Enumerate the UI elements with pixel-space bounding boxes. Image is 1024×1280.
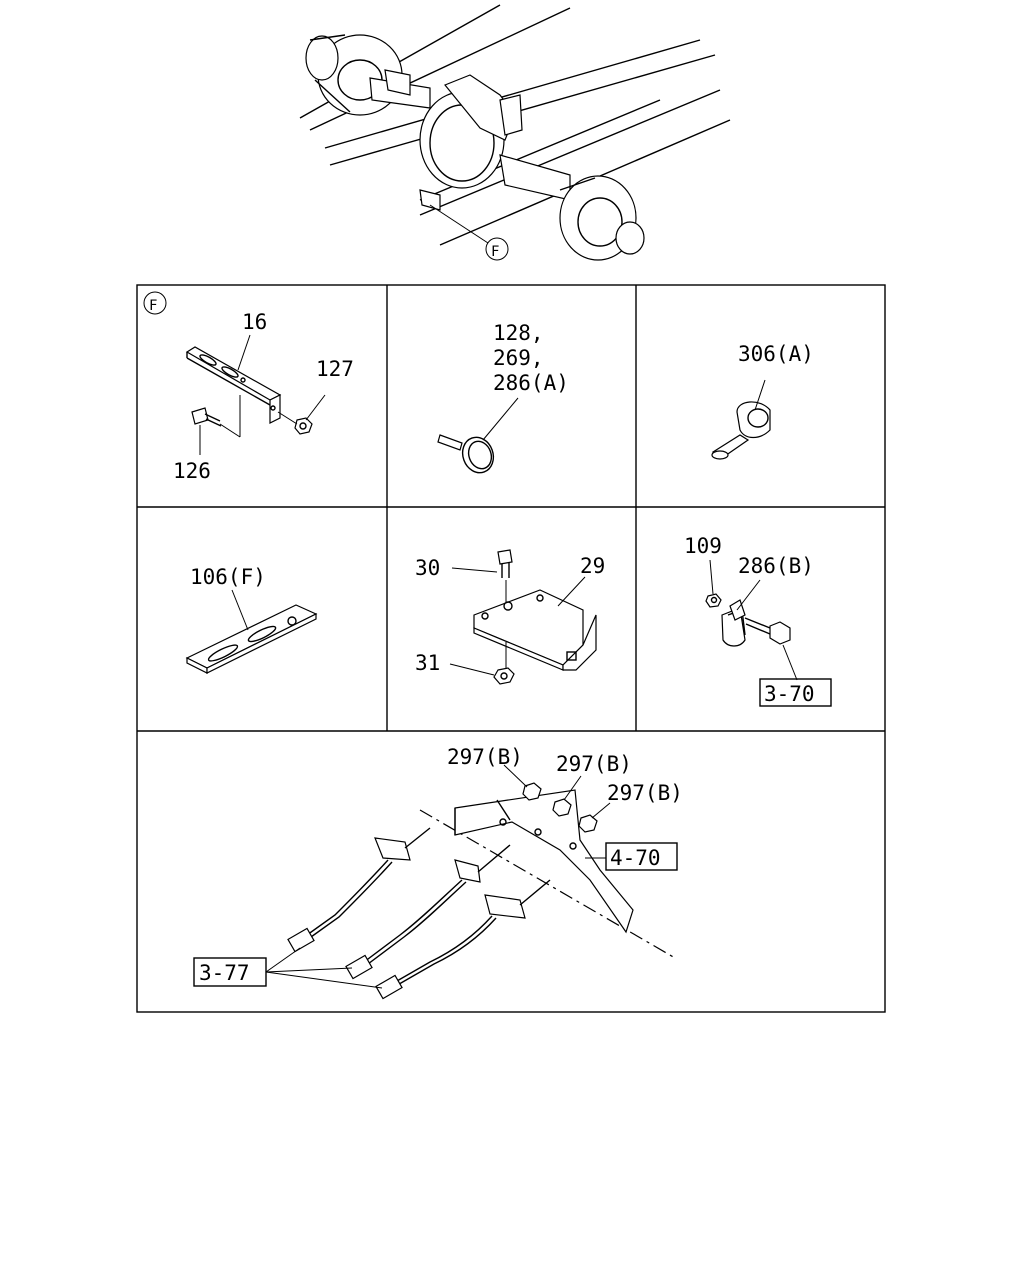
part-label-286a: 286(A) [493, 371, 569, 395]
callout-f-circle [485, 237, 509, 261]
panel-grid [136, 284, 886, 1013]
part-label-16: 16 [242, 310, 267, 334]
part-label-297b-1: 297(B) [447, 745, 523, 769]
panel-2: 128, 269, 286(A) [437, 321, 569, 474]
panel-1: F 16 127 126 [143, 291, 354, 483]
panel-5: 30 29 31 [415, 549, 605, 685]
ref-box-3-70 [759, 678, 832, 707]
axle-assembly-view: F [299, 4, 731, 261]
part-label-106f: 106(F) [190, 565, 266, 589]
part-label-297b-2: 297(B) [556, 752, 632, 776]
part-label-297b-3: 297(B) [607, 781, 683, 805]
ref-box-3-70-label: 3-70 [764, 682, 815, 706]
part-label-109: 109 [684, 534, 722, 558]
panel-4: 106(F) [185, 565, 318, 674]
ref-box-3-77 [193, 957, 267, 987]
part-label-29: 29 [580, 554, 605, 578]
ref-box-3-77-label: 3-77 [199, 961, 250, 985]
part-label-31: 31 [415, 651, 440, 675]
part-label-30: 30 [415, 556, 440, 580]
part-label-269: 269, [493, 346, 544, 370]
ref-box-4-70-label: 4-70 [610, 846, 661, 870]
part-label-128: 128, [493, 321, 544, 345]
panel-7: 297(B) 297(B) 297(B) 4-70 3-77 [193, 745, 683, 1000]
panel-6: 109 286(B) 3-70 [684, 534, 832, 707]
part-label-127: 127 [316, 357, 354, 381]
panel-3: 306(A) [711, 342, 814, 460]
part-label-306a: 306(A) [738, 342, 814, 366]
part-label-126: 126 [173, 459, 211, 483]
panel-marker-label: F [149, 298, 157, 314]
part-label-286b: 286(B) [738, 554, 814, 578]
panel-marker-circle [143, 291, 167, 315]
ref-box-4-70 [605, 842, 678, 871]
callout-f-label: F [491, 244, 499, 260]
